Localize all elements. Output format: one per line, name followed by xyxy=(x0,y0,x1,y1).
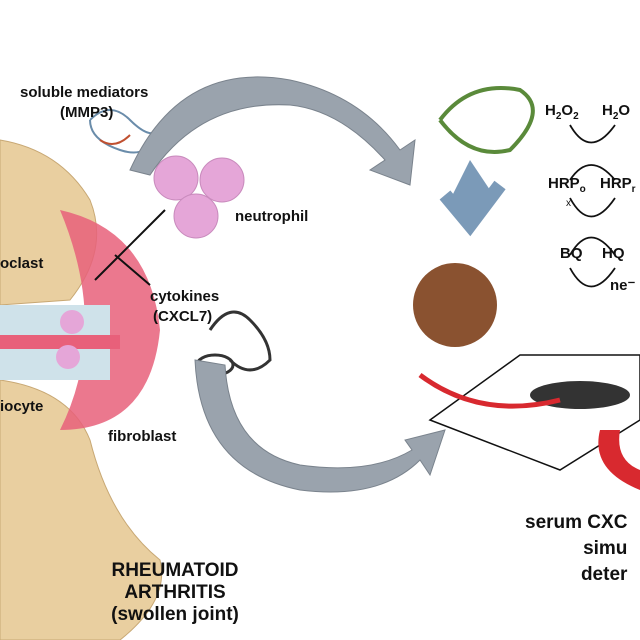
hrp-reduced-label: HRPr xyxy=(600,175,636,195)
electron-label: ne⁻ xyxy=(610,277,636,294)
lower-bone xyxy=(0,379,163,640)
serum-caption: serum CXC simu deter xyxy=(525,510,627,588)
mediators-label: soluble mediators xyxy=(20,84,149,101)
magnetic-bead xyxy=(413,263,497,347)
fibroblast-label: fibroblast xyxy=(108,428,177,445)
red-arrow xyxy=(418,372,561,409)
disease-title: RHEUMATOID ARTHRITIS (swollen joint) xyxy=(80,560,270,626)
cytokines-label: cytokines xyxy=(150,288,220,305)
hq-label: HQ xyxy=(602,245,625,262)
redox-scheme-arrows xyxy=(569,124,616,288)
serum-line-2: simu xyxy=(583,538,628,559)
h2o-label: H2O xyxy=(602,102,631,122)
chondrocyte-label: iocyte xyxy=(0,398,44,415)
mediators-sub-label: (MMP3) xyxy=(60,104,114,121)
serum-line-1: serum CXC xyxy=(525,512,628,533)
neutrophils xyxy=(153,155,245,239)
neutrophil-label: neutrophil xyxy=(235,208,309,225)
cytokines-sub-label: (CXCL7) xyxy=(153,308,213,325)
osteoclast-label: oclast xyxy=(0,255,44,272)
bq-label: BQ xyxy=(560,245,583,262)
cytokine-arrow xyxy=(114,254,151,286)
immunosensor xyxy=(413,86,535,347)
title-line-1: RHEUMATOID xyxy=(111,560,239,581)
serum-line-3: deter xyxy=(580,564,628,585)
h2o2-label: H2O2 xyxy=(545,102,579,122)
title-line-3: (swollen joint) xyxy=(111,604,239,625)
magnet xyxy=(598,430,640,490)
joint-space xyxy=(0,335,120,349)
top-curved-arrow xyxy=(129,76,416,186)
bottom-curved-arrow xyxy=(194,359,446,493)
upper-bone xyxy=(0,139,98,306)
neutrophil-in-joint xyxy=(60,310,84,334)
hrp-oxidized-label: HRPo xyxy=(548,175,586,195)
title-line-2: ARTHRITIS xyxy=(124,582,226,603)
x-mark: x xyxy=(566,198,571,209)
neutrophil-arrow xyxy=(94,209,166,281)
neutrophil-in-joint xyxy=(56,345,80,369)
